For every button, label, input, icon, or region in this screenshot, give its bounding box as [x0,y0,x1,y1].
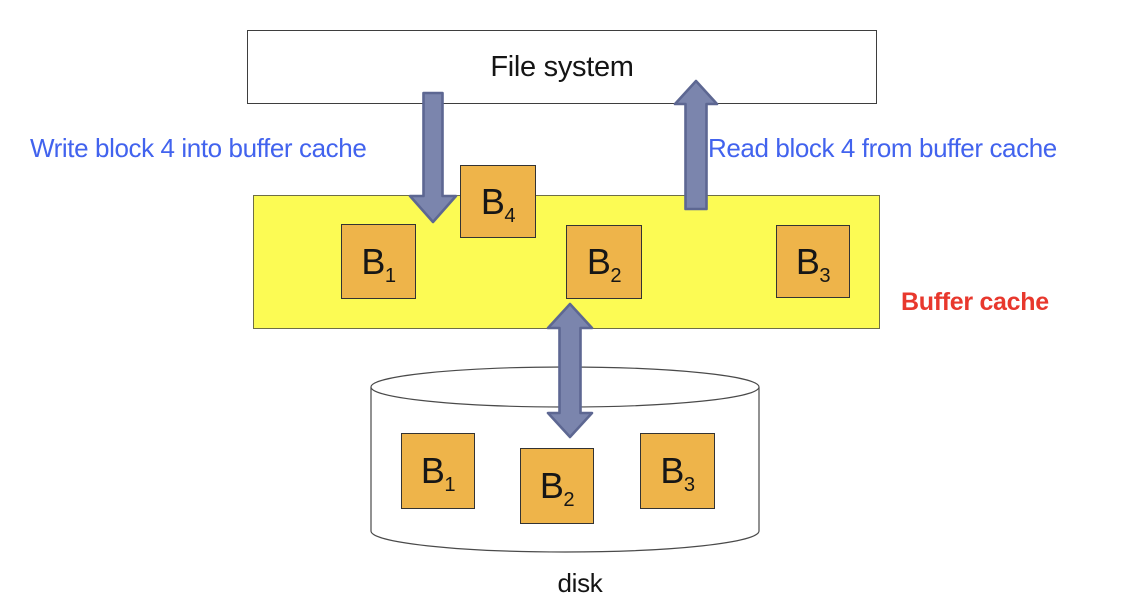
block-sub: 4 [504,204,516,227]
block-sub: 3 [819,264,831,287]
block-sub: 3 [683,474,695,497]
disk-block-b1: B1 [401,433,475,509]
disk-block-b3: B3 [640,433,715,509]
cache-block-b4-label: B4 [480,180,516,226]
file-system-box: File system [247,30,877,104]
cache-block-b3: B3 [776,225,850,298]
block-sub: 2 [610,265,622,288]
cache-block-b1-label: B1 [361,240,396,286]
block-base: B [361,240,385,282]
buffer-cache-label: Buffer cache [901,288,1049,316]
disk-label: disk [557,568,603,598]
block-base: B [539,465,564,506]
cylinder-top-ellipse [370,366,760,408]
block-base: B [420,450,445,491]
cache-block-b3-label: B3 [795,240,831,286]
block-sub: 1 [444,474,456,497]
cache-block-b1: B1 [341,224,416,299]
file-system-label: File system [490,50,634,83]
disk-block-b3-label: B3 [660,450,695,496]
disk-block-b1-label: B1 [420,450,456,496]
cache-block-b4: B4 [460,165,536,238]
cache-block-b2: B2 [566,225,642,299]
block-sub: 1 [384,264,396,287]
block-base: B [795,240,820,282]
block-base: B [480,180,505,222]
read-annotation-label: Read block 4 from buffer cache [708,133,1057,163]
disk-block-b2-label: B2 [539,465,575,511]
write-annotation-label: Write block 4 into buffer cache [30,133,367,163]
cache-block-b2-label: B2 [586,241,622,287]
block-base: B [586,241,611,282]
block-sub: 2 [563,489,575,512]
disk-block-b2: B2 [520,448,594,524]
block-base: B [660,450,684,491]
